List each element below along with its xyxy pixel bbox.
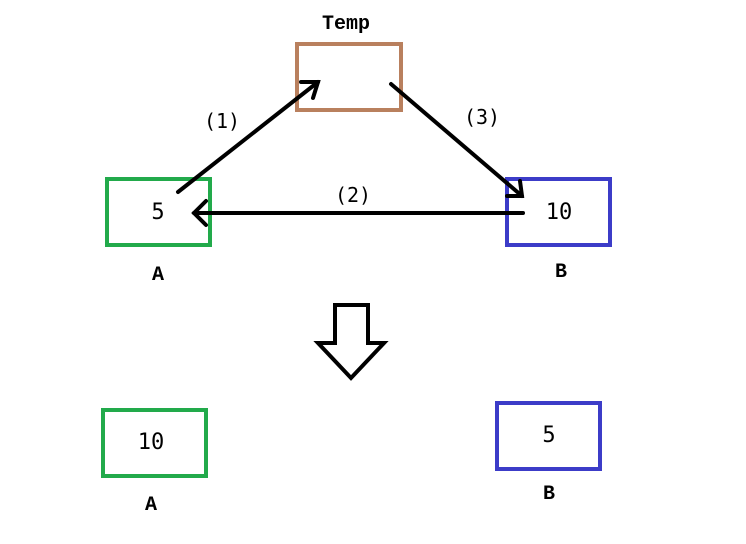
box-b-top-value: 10: [546, 200, 573, 225]
step-1-label: (1): [204, 109, 240, 133]
step-3-label: (3): [464, 105, 500, 129]
box-b-bottom-value: 5: [542, 423, 555, 448]
label-b-bottom: B: [543, 483, 555, 506]
temp-box: [295, 42, 403, 112]
step-2-label: (2): [335, 183, 371, 207]
label-b-top: B: [555, 261, 567, 284]
label-a-bottom: A: [145, 494, 157, 517]
arrow-step-1: [176, 80, 321, 194]
box-a-top-value: 5: [151, 200, 164, 225]
box-b-bottom: [495, 401, 602, 471]
down-arrow-icon: [313, 303, 389, 381]
box-a-bottom-value: 10: [138, 430, 165, 455]
box-a-bottom: [101, 408, 208, 478]
label-a-top: A: [152, 264, 164, 287]
arrow-step-2: [191, 199, 525, 227]
temp-label: Temp: [322, 13, 370, 36]
arrow-step-3: [389, 82, 525, 198]
